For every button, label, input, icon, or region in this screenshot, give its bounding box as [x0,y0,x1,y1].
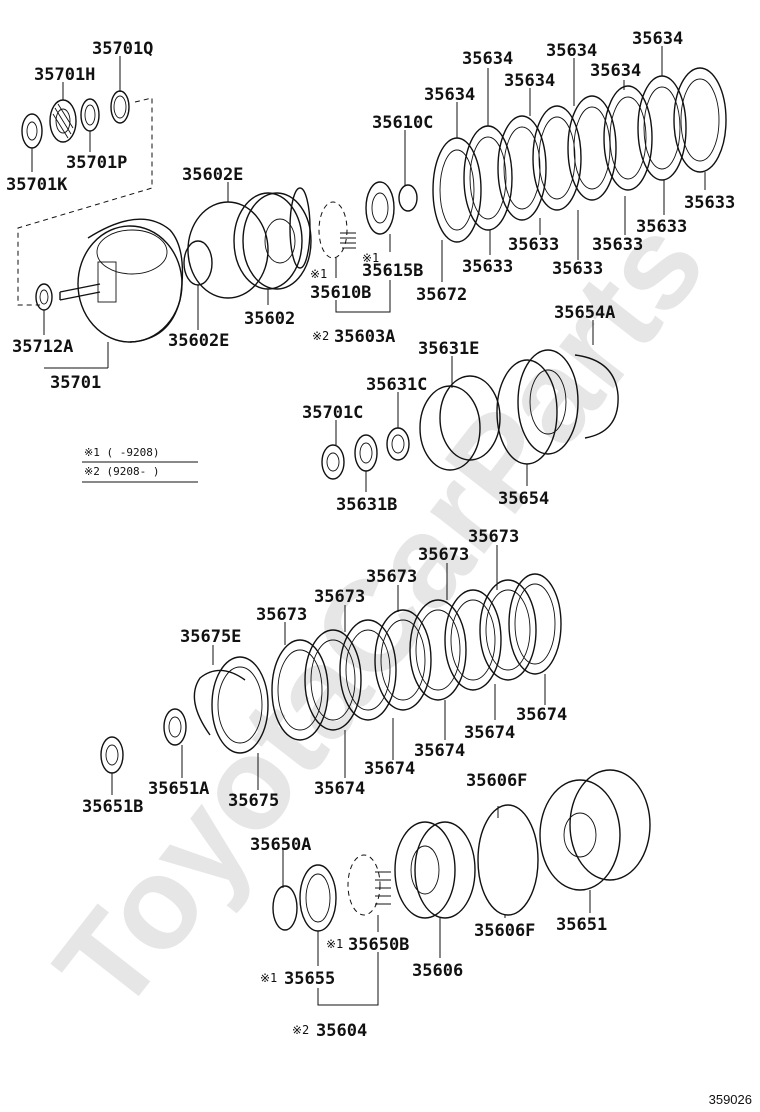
label-35673-2[interactable]: 35673 [418,545,469,565]
label-35701[interactable]: 35701 [50,373,101,393]
label-35634-6[interactable]: 35634 [632,29,683,49]
label-35701H[interactable]: 35701H [34,65,95,85]
label-35633-3[interactable]: 35633 [552,259,603,279]
label-35606F-top[interactable]: 35606F [466,771,527,791]
drawing-number: 359026 [709,1092,752,1107]
label-35650A[interactable]: 35650A [250,835,311,855]
label-35634-1[interactable]: 35634 [424,85,475,105]
label-35602E-top[interactable]: 35602E [182,165,243,185]
label-35674-3[interactable]: 35674 [414,741,465,761]
label-35654A[interactable]: 35654A [554,303,615,323]
part-labels: 35701Q 35701H 35701P 35701K 35602E 35602… [6,29,735,1041]
label-35650B[interactable]: 35650B [348,935,409,955]
one-way-clutch-group[interactable] [321,349,619,480]
label-35651B[interactable]: 35651B [82,797,143,817]
label-35674-2[interactable]: 35674 [464,723,515,743]
legend: ※1 ( -9208) ※2 (9208- ) [82,446,198,483]
label-35651[interactable]: 35651 [556,915,607,935]
label-35606[interactable]: 35606 [412,961,463,981]
label-35672[interactable]: 35672 [416,285,467,305]
label-35603A[interactable]: 35603A [334,327,395,347]
label-35631E[interactable]: 35631E [418,339,479,359]
label-35651A[interactable]: 35651A [148,779,209,799]
label-35654[interactable]: 35654 [498,489,549,509]
label-35674-1[interactable]: 35674 [516,705,567,725]
legend-note-1: ※1 ( -9208) [84,446,159,459]
label-35655[interactable]: 35655 [284,969,335,989]
label-35633-5[interactable]: 35633 [636,217,687,237]
watermark-text: ToyotaCarParts [27,192,732,1037]
label-35674-4[interactable]: 35674 [364,759,415,779]
label-35633-1[interactable]: 35633 [462,257,513,277]
label-35634-3[interactable]: 35634 [504,71,555,91]
label-35701P[interactable]: 35701P [66,153,127,173]
label-35631B[interactable]: 35631B [336,495,397,515]
clutch-pack-lower[interactable] [100,573,562,774]
label-35615B-note: ※1 [362,251,379,265]
label-35673-5[interactable]: 35673 [256,605,307,625]
label-35610C[interactable]: 35610C [372,113,433,133]
label-35634-4[interactable]: 35634 [546,41,597,61]
label-35701C[interactable]: 35701C [302,403,363,423]
label-35606F-bottom[interactable]: 35606F [474,921,535,941]
label-35604-note: ※2 [292,1023,309,1037]
label-35602[interactable]: 35602 [244,309,295,329]
label-35615B[interactable]: 35615B [362,261,423,281]
label-35633-4[interactable]: 35633 [592,235,643,255]
label-35650B-note: ※1 [326,937,343,951]
label-35673-1[interactable]: 35673 [468,527,519,547]
label-35675[interactable]: 35675 [228,791,279,811]
label-35634-2[interactable]: 35634 [462,49,513,69]
label-35610B-note: ※1 [310,267,327,281]
label-35631C[interactable]: 35631C [366,375,427,395]
label-35633-2[interactable]: 35633 [508,235,559,255]
leader-lines [31,46,706,1006]
legend-note-2: ※2 (9208- ) [84,465,159,478]
piston-35602[interactable] [183,187,312,299]
label-35673-3[interactable]: 35673 [366,567,417,587]
label-35602E-bottom[interactable]: 35602E [168,331,229,351]
planetary-group[interactable] [272,769,651,932]
label-35634-5[interactable]: 35634 [590,61,641,81]
clutch-pack-top[interactable] [432,67,727,243]
label-35701K[interactable]: 35701K [6,175,68,195]
label-35712A[interactable]: 35712A [12,337,73,357]
label-35674-5[interactable]: 35674 [314,779,365,799]
label-35604[interactable]: 35604 [316,1021,367,1041]
label-35610B[interactable]: 35610B [310,283,371,303]
label-35701Q[interactable]: 35701Q [92,39,153,59]
bearing-group-35603A[interactable] [318,181,418,259]
label-35675E[interactable]: 35675E [180,627,241,647]
label-35655-note: ※1 [260,971,277,985]
label-35673-4[interactable]: 35673 [314,587,365,607]
label-35603A-note: ※2 [312,329,329,343]
label-35633-6[interactable]: 35633 [684,193,735,213]
drum-assembly-35701[interactable] [17,90,184,343]
